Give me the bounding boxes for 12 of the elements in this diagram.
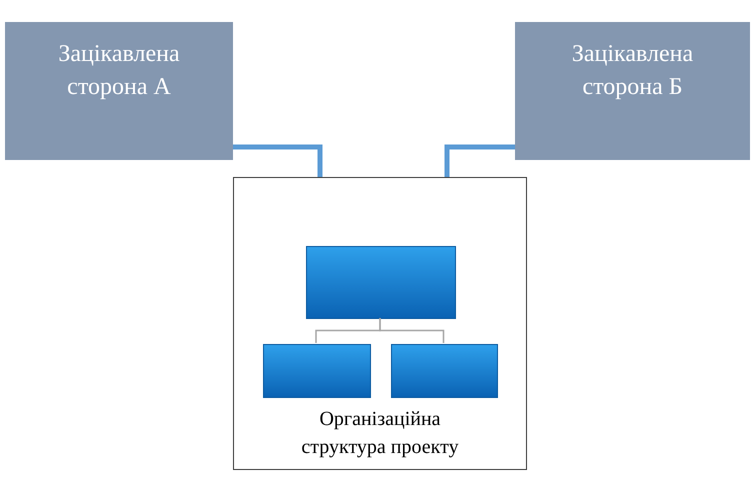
org-chart-box <box>306 246 456 319</box>
connector-line <box>233 144 322 177</box>
project-box <box>233 177 527 470</box>
stakeholder-label: Зацікавлена сторона А <box>57 40 181 102</box>
stakeholder-label: Зацікавлена сторона Б <box>570 40 694 102</box>
org-chart-box <box>391 344 498 398</box>
stakeholder-box <box>5 22 233 160</box>
org-chart-box <box>263 344 371 398</box>
box-caption: Організаційна структура проекту <box>300 407 460 460</box>
connector-line <box>379 318 444 343</box>
connector-line <box>444 144 515 177</box>
stakeholder-box <box>515 22 750 160</box>
